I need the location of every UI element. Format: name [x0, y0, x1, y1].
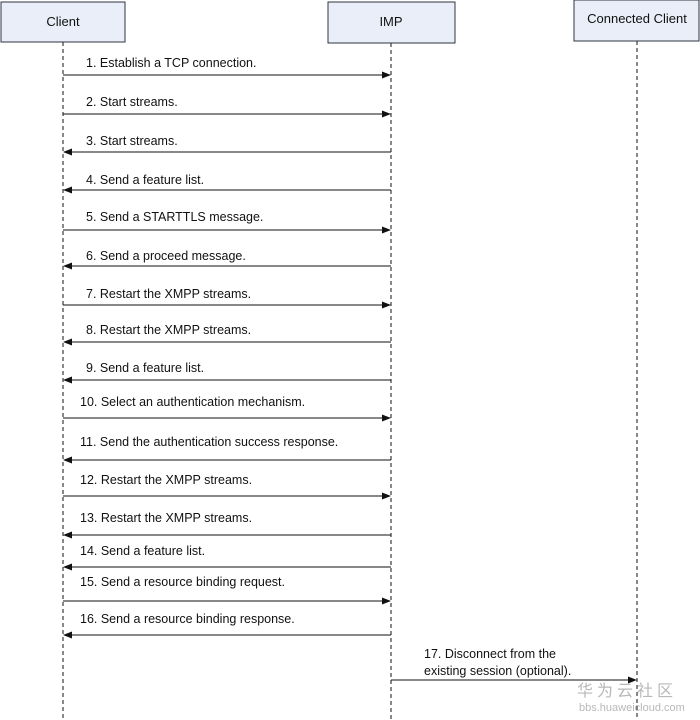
message-label: 6. Send a proceed message.: [86, 249, 246, 263]
message-label: 5. Send a STARTTLS message.: [86, 210, 263, 224]
message-label: 16. Send a resource binding response.: [80, 612, 295, 626]
final-message-line1: 17. Disconnect from the: [424, 647, 556, 661]
message: 12. Restart the XMPP streams.: [63, 473, 391, 500]
watermark: 华为云社区 bbs.huaweicloud.com: [577, 681, 685, 714]
connected-client-participant-label: Connected Client: [587, 11, 687, 26]
message-label: 4. Send a feature list.: [86, 173, 204, 187]
client-participant: Client: [0, 1, 126, 43]
message-label: 7. Restart the XMPP streams.: [86, 287, 251, 301]
message: 7. Restart the XMPP streams.: [63, 287, 391, 309]
message: 9. Send a feature list.: [63, 361, 391, 384]
message: 10. Select an authentication mechanism.: [63, 395, 391, 422]
imp-participant: IMP: [327, 1, 456, 44]
message-label: 11. Send the authentication success resp…: [80, 435, 338, 449]
message: 11. Send the authentication success resp…: [63, 435, 391, 464]
message-label: 9. Send a feature list.: [86, 361, 204, 375]
imp-participant-label: IMP: [379, 14, 402, 29]
message: 14. Send a feature list.: [63, 544, 391, 571]
message: 1. Establish a TCP connection.: [63, 56, 391, 79]
message: 3. Start streams.: [63, 134, 391, 156]
message: 5. Send a STARTTLS message.: [63, 210, 391, 234]
final-message: 17. Disconnect from the existing session…: [391, 647, 637, 684]
watermark-brand: 华为云社区: [577, 681, 677, 700]
message: 15. Send a resource binding request.: [63, 575, 391, 605]
message: 16. Send a resource binding response.: [63, 612, 391, 639]
message: 6. Send a proceed message.: [63, 249, 391, 270]
message-label: 14. Send a feature list.: [80, 544, 205, 558]
watermark-url: bbs.huaweicloud.com: [579, 702, 685, 714]
connected-client-participant: Connected Client: [573, 0, 700, 42]
message: 8. Restart the XMPP streams.: [63, 323, 391, 346]
message-label: 10. Select an authentication mechanism.: [80, 395, 305, 409]
message-list: 1. Establish a TCP connection. 2. Start …: [63, 56, 391, 639]
message: 4. Send a feature list.: [63, 173, 391, 194]
message-label: 13. Restart the XMPP streams.: [80, 511, 252, 525]
message-label: 1. Establish a TCP connection.: [86, 56, 256, 70]
client-participant-label: Client: [46, 14, 80, 29]
message: 13. Restart the XMPP streams.: [63, 511, 391, 539]
message-label: 8. Restart the XMPP streams.: [86, 323, 251, 337]
message: 2. Start streams.: [63, 95, 391, 118]
message-label: 2. Start streams.: [86, 95, 178, 109]
message-label: 3. Start streams.: [86, 134, 178, 148]
final-message-line2: existing session (optional).: [424, 664, 571, 678]
message-label: 15. Send a resource binding request.: [80, 575, 285, 589]
message-label: 12. Restart the XMPP streams.: [80, 473, 252, 487]
